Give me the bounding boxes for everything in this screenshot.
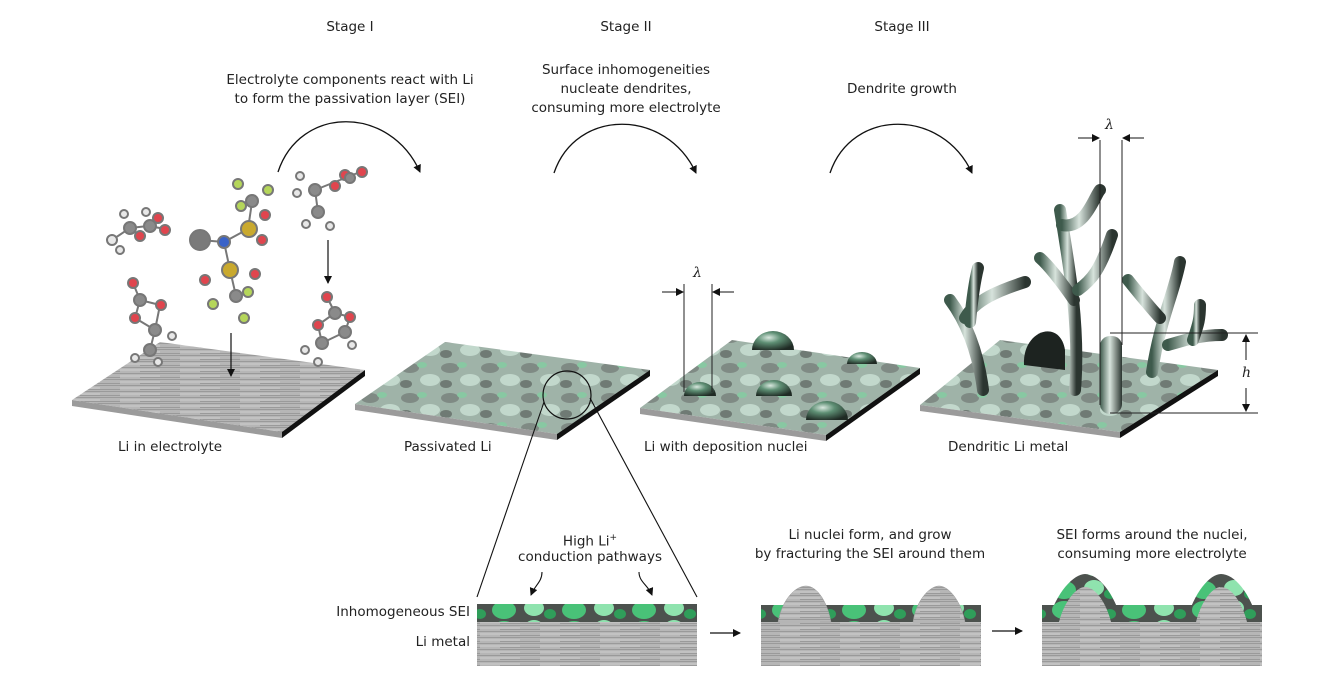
step3-caption-line-2: consuming more electrolyte	[1057, 546, 1247, 562]
pathway-arrow-right	[638, 571, 654, 596]
molecule-ester-right	[292, 166, 368, 231]
pathway-arrow-left	[529, 571, 543, 596]
dendrite-dome	[1023, 331, 1065, 370]
li-nucleus	[1059, 587, 1111, 622]
molecule-litfsi	[189, 178, 274, 324]
li-nucleus	[777, 585, 832, 623]
stage-3-description-line-1: Dendrite growth	[847, 81, 957, 97]
molecules-group	[106, 166, 368, 377]
zoom-line-left	[476, 401, 545, 598]
nuclei-slab	[640, 284, 920, 441]
panel-label-li-in-electrolyte: Li in electrolyte	[118, 439, 223, 455]
stage-2-description-line-3: consuming more electrolyte	[531, 100, 721, 116]
dendrite-slab	[920, 134, 1258, 438]
cross-section-sei-around-nuclei	[1042, 574, 1262, 666]
nucleus	[756, 380, 792, 396]
dendrite-branches	[944, 184, 1228, 396]
stage-2-description-line-2: nucleate dendrites,	[560, 81, 692, 97]
lambda-label-stage2: λ	[693, 265, 702, 281]
zoom-circle	[542, 370, 592, 420]
stage-2-title: Stage II	[600, 19, 652, 35]
li-electrolyte-slab	[72, 342, 365, 438]
li-metal-label: Li metal	[415, 634, 470, 650]
li-nucleus	[1196, 587, 1247, 622]
molecule-carbonate-right	[300, 291, 357, 367]
pathways-label-line-1: High Li+	[500, 529, 680, 552]
cross-section-inhomogeneous-sei	[477, 571, 697, 666]
passivated-li-slab	[355, 342, 650, 440]
inhomogeneous-sei-label: Inhomogeneous SEI	[336, 604, 470, 620]
nucleus	[847, 352, 877, 364]
stage-3-title: Stage III	[874, 19, 930, 35]
height-label: h	[1242, 365, 1252, 381]
li-nucleus	[912, 585, 966, 623]
step2-caption-line-2: by fracturing the SEI around them	[754, 546, 986, 562]
nucleus	[806, 401, 848, 420]
stage-2-curved-arrow	[553, 123, 697, 174]
pathways-label-text: High Li	[562, 533, 610, 550]
stage-3-curved-arrow	[829, 123, 973, 174]
nucleus	[684, 382, 716, 396]
stage-1-description-line-2: to form the passivation layer (SEI)	[234, 91, 466, 107]
pathways-label-line-2: conduction pathways	[518, 549, 662, 565]
zoom-line-right	[589, 397, 698, 598]
panel-label-dendritic-li: Dendritic Li metal	[948, 439, 1069, 455]
panel-label-deposition-nuclei: Li with deposition nuclei	[644, 439, 808, 455]
cross-section-nuclei-fracture	[761, 585, 981, 666]
stage-2-description-line-1: Surface inhomogeneities	[541, 62, 711, 78]
panel-label-passivated-li: Passivated Li	[404, 439, 492, 455]
nucleus	[752, 331, 794, 350]
step2-caption-line-1: Li nuclei form, and grow	[788, 527, 952, 543]
molecule-ester	[106, 207, 171, 255]
step3-caption-line-1: SEI forms around the nuclei,	[1056, 527, 1248, 543]
pathways-label-superscript: +	[609, 533, 618, 543]
stage-1-description-line-1: Electrolyte components react with Li	[226, 72, 474, 88]
stage-1-title: Stage I	[326, 19, 374, 35]
dendrite-cylinder	[1100, 336, 1122, 414]
lambda-label-stage3: λ	[1105, 117, 1114, 133]
stage-1-curved-arrow	[277, 121, 421, 173]
molecule-carbonate-left	[127, 277, 177, 367]
